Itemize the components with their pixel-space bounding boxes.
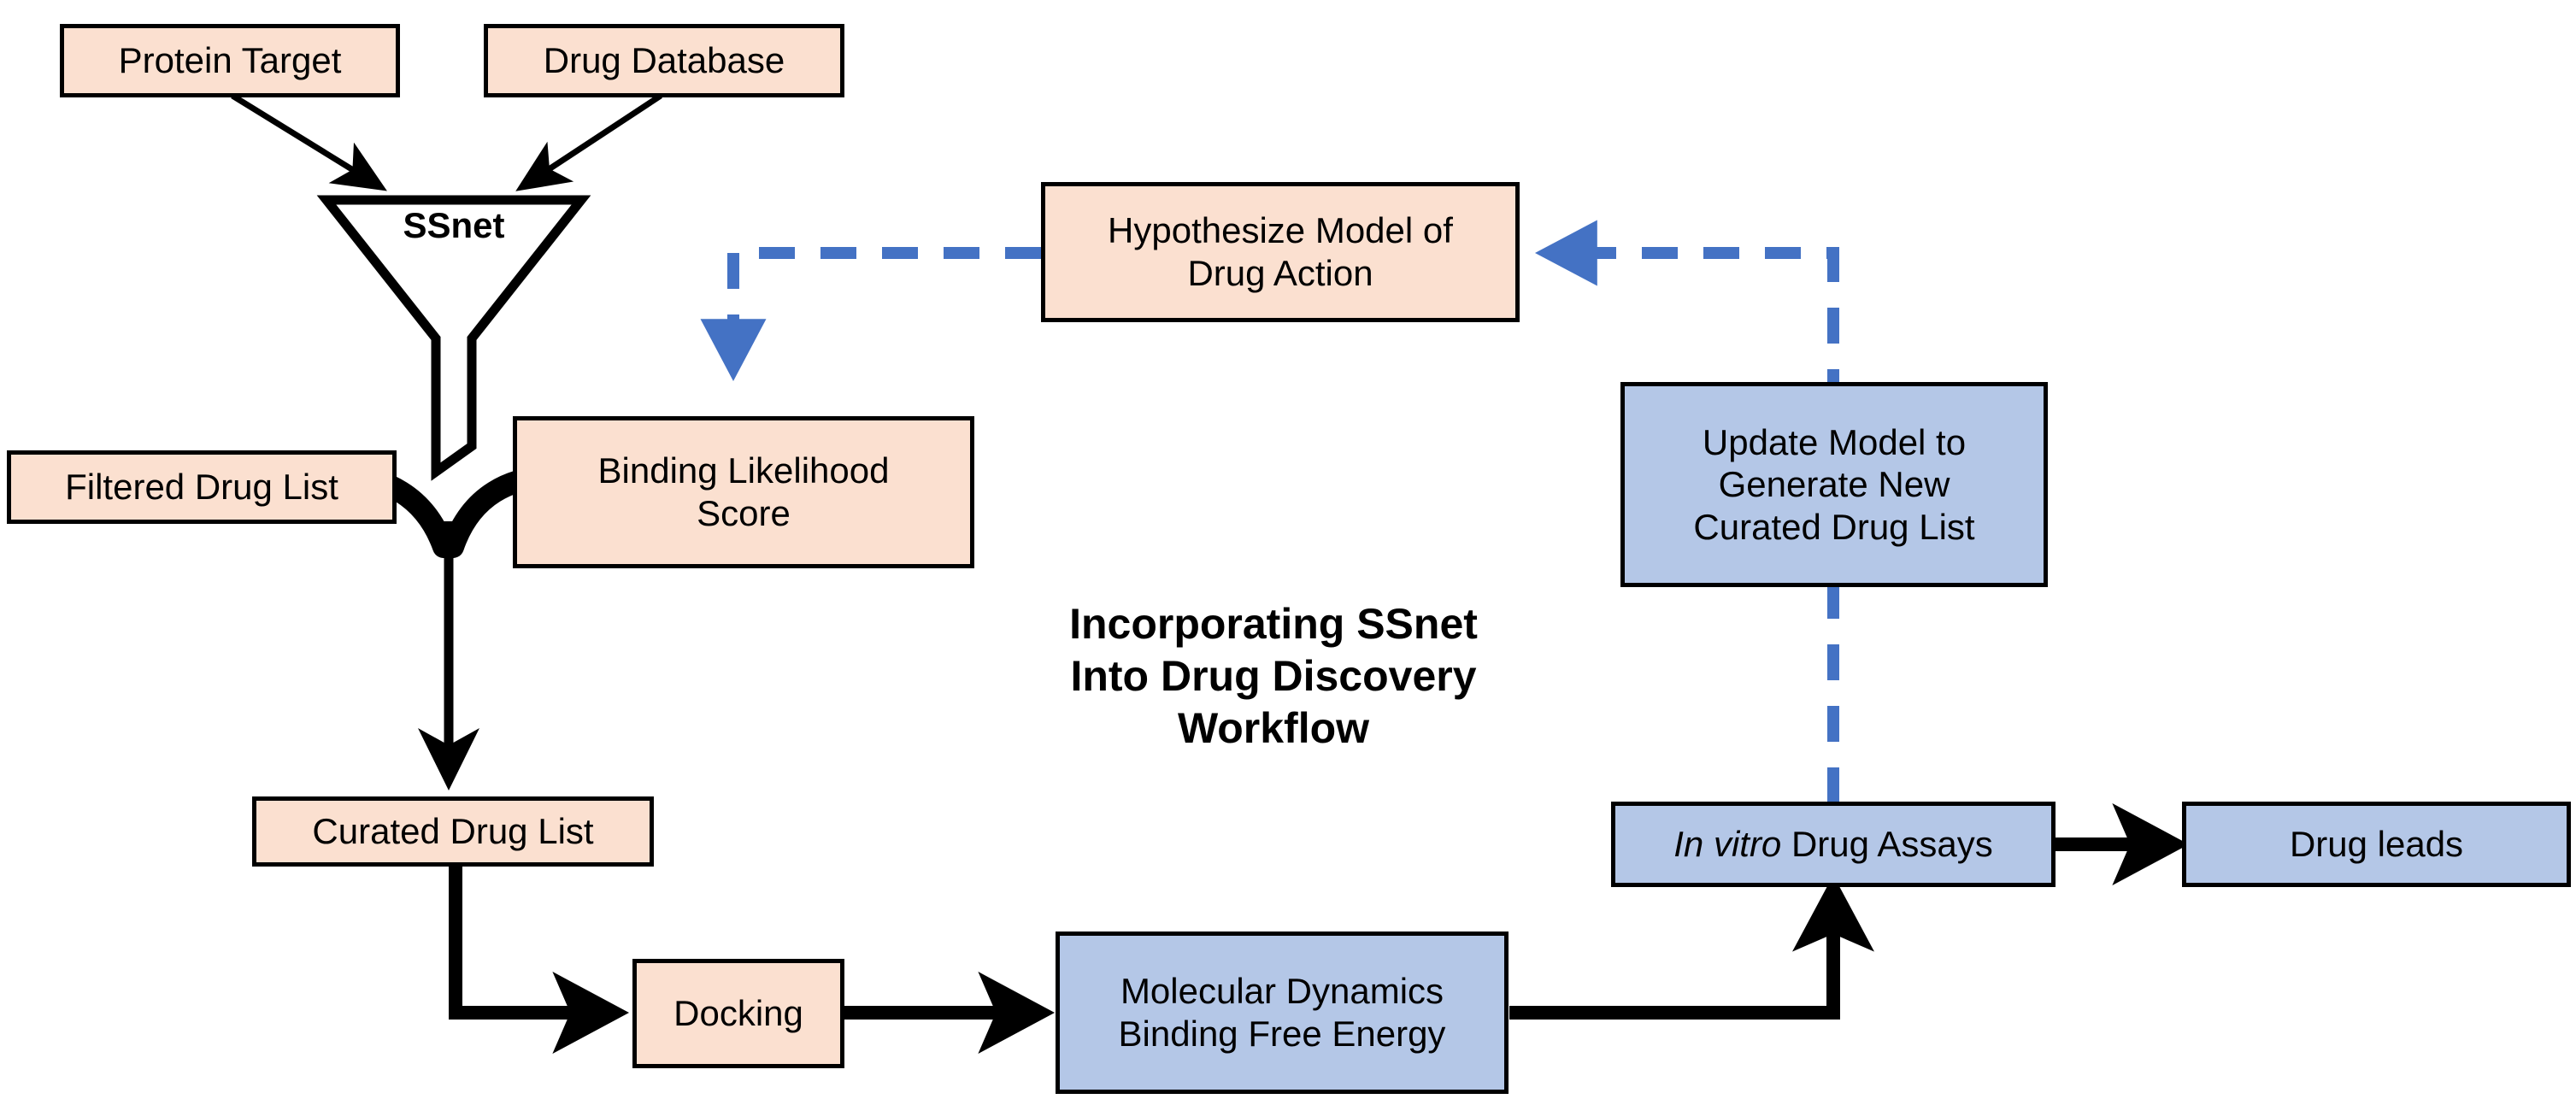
node-molecular-dynamics-label: Molecular Dynamics Binding Free Energy — [1118, 971, 1446, 1054]
page-title: Incorporating SSnet Into Drug Discovery … — [1069, 600, 1478, 752]
node-ssnet-funnel-label: SSnet — [403, 205, 505, 245]
edge-molecular-dynamics-to-in-vitro — [1509, 874, 1874, 1020]
edge-drug-database-to-ssnet — [515, 93, 662, 191]
edge-protein-target-to-ssnet — [231, 93, 387, 191]
node-curated-drug-list-label: Curated Drug List — [312, 811, 594, 852]
node-in-vitro-drug-assays[interactable]: In vitro Drug Assays — [1611, 802, 2056, 887]
node-hypothesize-model-label: Hypothesize Model of Drug Action — [1108, 210, 1453, 293]
node-update-model-label: Update Model to Generate New Curated Dru… — [1693, 421, 1975, 547]
node-protein-target-label: Protein Target — [118, 40, 342, 81]
node-drug-database-label: Drug Database — [543, 40, 785, 81]
node-docking-label: Docking — [673, 993, 803, 1034]
in-vitro-italic-text: In vitro — [1673, 824, 1782, 865]
node-filtered-drug-list[interactable]: Filtered Drug List — [7, 450, 397, 524]
node-curated-drug-list[interactable]: Curated Drug List — [252, 796, 654, 867]
node-hypothesize-model[interactable]: Hypothesize Model of Drug Action — [1041, 182, 1520, 322]
edge-curated-to-docking — [449, 858, 630, 1054]
node-drug-database[interactable]: Drug Database — [484, 24, 844, 97]
edge-update-model-to-hypothesize — [1534, 220, 1839, 590]
node-filtered-drug-list-label: Filtered Drug List — [65, 467, 338, 508]
node-in-vitro-drug-assays-label: In vitro Drug Assays — [1615, 823, 2051, 866]
node-protein-target[interactable]: Protein Target — [60, 24, 400, 97]
node-drug-leads[interactable]: Drug leads — [2182, 802, 2571, 887]
edge-hypothesize-to-binding-score — [700, 247, 1041, 382]
node-docking[interactable]: Docking — [632, 959, 844, 1068]
node-molecular-dynamics[interactable]: Molecular Dynamics Binding Free Energy — [1056, 932, 1509, 1094]
ssnet-funnel-icon — [316, 195, 591, 481]
node-binding-likelihood-score[interactable]: Binding Likelihood Score — [513, 416, 974, 568]
in-vitro-rest-text: Drug Assays — [1781, 824, 1993, 865]
node-binding-likelihood-score-label: Binding Likelihood Score — [597, 450, 890, 533]
node-drug-leads-label: Drug leads — [2289, 824, 2464, 865]
node-update-model[interactable]: Update Model to Generate New Curated Dru… — [1620, 382, 2048, 587]
